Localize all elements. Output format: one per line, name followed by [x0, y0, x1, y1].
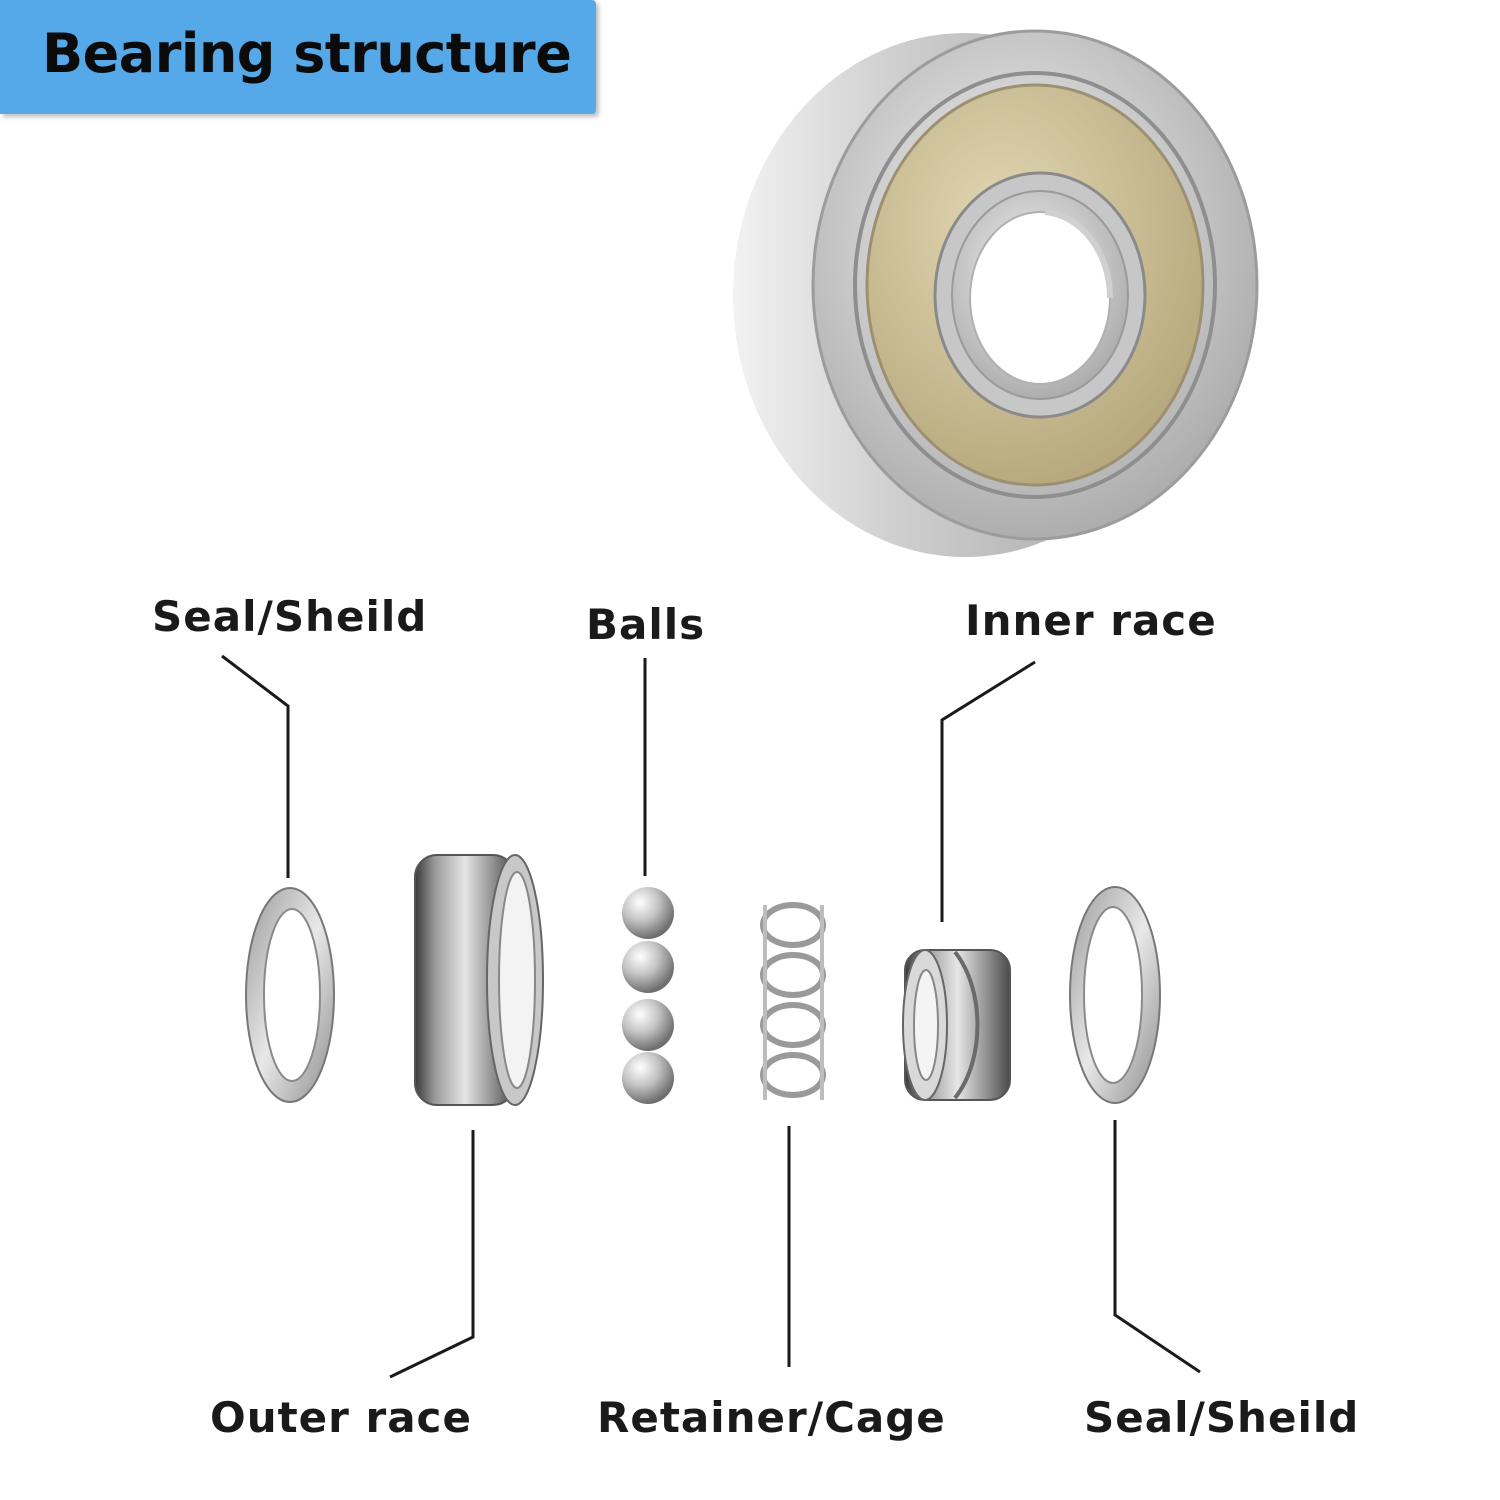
leader-outer-race [389, 1130, 475, 1379]
balls-part [622, 887, 674, 1104]
label-retainer-cage: Retainer/Cage [597, 1393, 946, 1442]
left-shield-part [245, 887, 335, 1103]
leader-inner-race [940, 660, 1036, 922]
label-balls: Balls [586, 600, 706, 649]
label-seal-right: Seal/Sheild [1084, 1393, 1360, 1442]
retainer-cage-part [760, 902, 826, 1100]
right-shield-part [1069, 886, 1161, 1104]
leader-seal-right [1113, 1120, 1201, 1374]
leader-lines [221, 654, 1201, 1379]
inner-race-part [902, 949, 1011, 1101]
assembled-bearing [733, 29, 1259, 557]
outer-race-part [414, 854, 544, 1106]
leader-seal-left [221, 654, 290, 878]
label-outer-race: Outer race [210, 1393, 472, 1442]
title-banner: Bearing structure [0, 0, 596, 114]
label-seal-left: Seal/Sheild [152, 592, 428, 641]
page-title: Bearing structure [42, 22, 572, 85]
label-inner-race: Inner race [965, 596, 1217, 645]
